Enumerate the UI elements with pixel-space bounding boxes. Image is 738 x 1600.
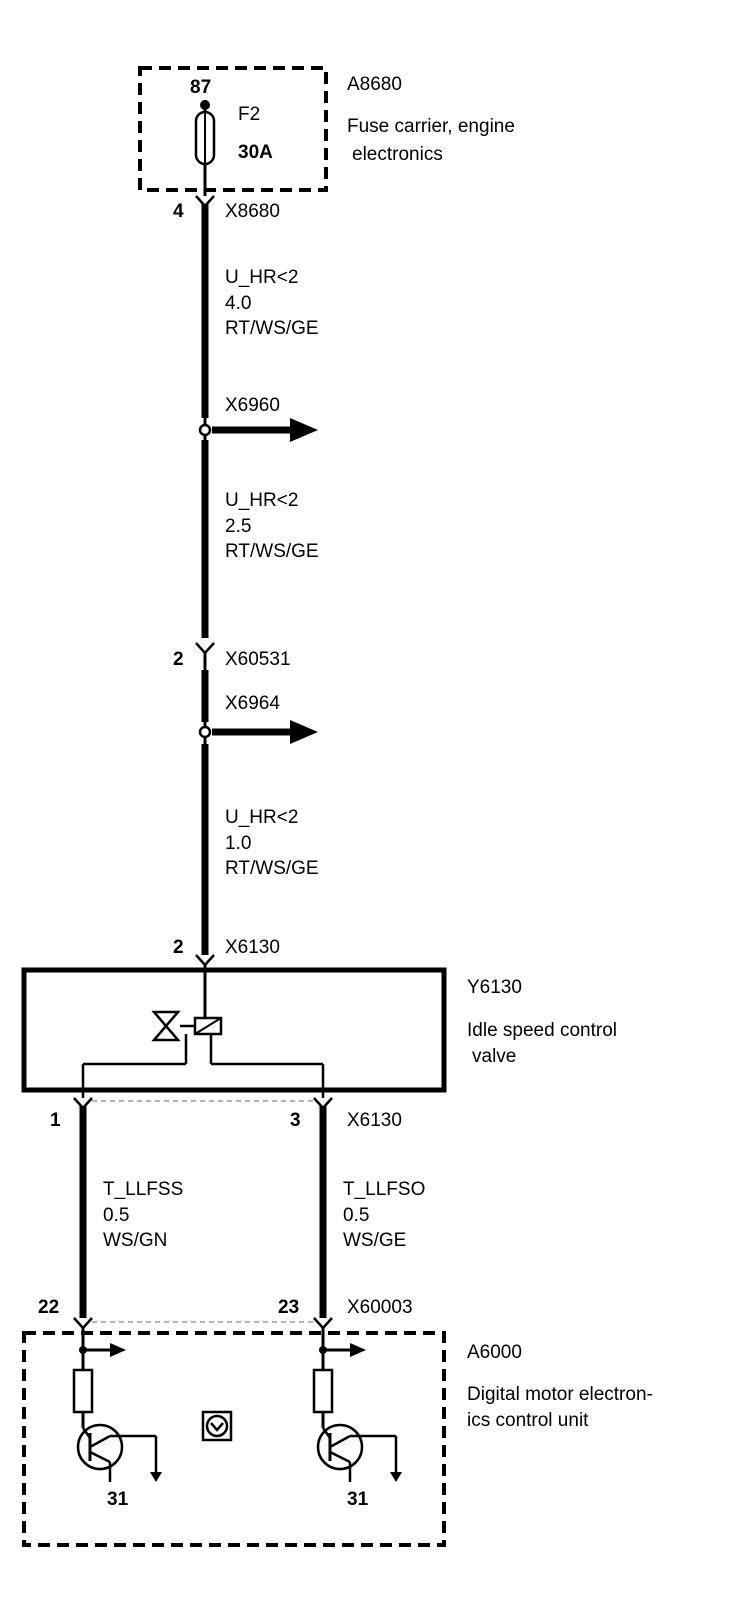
wire-3-signal: U_HR<2 bbox=[225, 807, 298, 828]
wire-right-gauge: 0.5 bbox=[343, 1205, 369, 1226]
branch-x6960[interactable] bbox=[198, 418, 318, 442]
connector-x60003-pin-right: 23 bbox=[278, 1297, 299, 1318]
wire-left-color: WS/GN bbox=[103, 1230, 167, 1251]
fuse-carrier-box bbox=[138, 66, 328, 192]
transistor-icon bbox=[316, 1423, 364, 1471]
connector-x6130-bottom-id: X6130 bbox=[347, 1110, 402, 1131]
splice-dot bbox=[198, 423, 212, 437]
valve-desc-1: Idle speed control bbox=[467, 1020, 617, 1041]
connector-x6130-top-symbol bbox=[195, 954, 215, 967]
wire-2-color: RT/WS/GE bbox=[225, 541, 319, 562]
fuse-carrier-a8680[interactable] bbox=[138, 66, 328, 196]
fuse-id-label: F2 bbox=[238, 104, 260, 125]
wire-left-gauge: 0.5 bbox=[103, 1205, 129, 1226]
fuse-carrier-id: A8680 bbox=[347, 74, 402, 95]
connector-x6130-pin-left: 1 bbox=[50, 1110, 61, 1131]
resistor-icon bbox=[312, 1368, 334, 1414]
connector-x60531-symbol bbox=[195, 642, 215, 655]
ecu-icon bbox=[201, 1410, 233, 1442]
wire-3-gauge: 1.0 bbox=[225, 833, 251, 854]
control-unit-a6000[interactable] bbox=[22, 1328, 446, 1547]
ground-left-label: 31 bbox=[107, 1489, 129, 1510]
wire-2-gauge: 2.5 bbox=[225, 516, 251, 537]
arrow-right-icon bbox=[290, 720, 318, 744]
connector-x60531-pin: 2 bbox=[173, 649, 184, 670]
connector-x60003-pin23-symbol bbox=[313, 1317, 333, 1330]
arrow-right-icon bbox=[350, 1343, 366, 1357]
valve-desc-2: valve bbox=[472, 1046, 516, 1067]
connector-x60003-pin22-symbol bbox=[73, 1317, 93, 1330]
connector-x60531-id: X60531 bbox=[225, 649, 291, 670]
ground-icon bbox=[150, 1472, 162, 1482]
fuse-carrier-desc-2: electronics bbox=[352, 144, 443, 165]
ground-icon bbox=[390, 1472, 402, 1482]
idle-speed-control-valve[interactable] bbox=[21, 965, 447, 1098]
valve-box bbox=[21, 967, 447, 1093]
wire-3-color: RT/WS/GE bbox=[225, 858, 319, 879]
transistor-icon bbox=[76, 1423, 124, 1471]
arrow-right-icon bbox=[290, 418, 318, 442]
fuse-carrier-desc-1: Fuse carrier, engine bbox=[347, 116, 515, 137]
wire-left-signal: T_LLFSS bbox=[103, 1179, 183, 1200]
control-unit-desc-1: Digital motor electron- bbox=[467, 1384, 653, 1405]
wire-1-color: RT/WS/GE bbox=[225, 318, 319, 339]
wire-right-color: WS/GE bbox=[343, 1230, 406, 1251]
resistor-icon bbox=[72, 1368, 94, 1414]
control-unit-box bbox=[22, 1331, 446, 1547]
valve-icon bbox=[151, 1010, 181, 1042]
control-unit-id: A6000 bbox=[467, 1342, 522, 1363]
wire-right-signal: T_LLFSO bbox=[343, 1179, 425, 1200]
wire-1-gauge: 4.0 bbox=[225, 293, 251, 314]
fuse-rating-label: 30A bbox=[238, 142, 273, 163]
branch-x6960-id: X6960 bbox=[225, 395, 280, 416]
connector-x60003-pin-left: 22 bbox=[38, 1297, 59, 1318]
valve-id: Y6130 bbox=[467, 977, 522, 998]
wire-2-signal: U_HR<2 bbox=[225, 490, 298, 511]
connector-x6130-pin-right: 3 bbox=[290, 1110, 301, 1131]
connector-x60003-id: X60003 bbox=[347, 1297, 413, 1318]
branch-x6964-id: X6964 bbox=[225, 693, 280, 714]
wire-1-signal: U_HR<2 bbox=[225, 267, 298, 288]
connector-x8680-pin: 4 bbox=[173, 201, 184, 222]
connector-x6130-top-pin: 2 bbox=[173, 937, 184, 958]
connector-x8680-id: X8680 bbox=[225, 201, 280, 222]
splice-dot bbox=[198, 725, 212, 739]
branch-x6964[interactable] bbox=[198, 720, 318, 744]
arrow-right-icon bbox=[110, 1343, 126, 1357]
connector-x6130-top-id: X6130 bbox=[225, 937, 280, 958]
control-unit-desc-2: ics control unit bbox=[467, 1410, 589, 1431]
ground-right-label: 31 bbox=[347, 1489, 369, 1510]
fuse-pin-label: 87 bbox=[190, 77, 211, 98]
